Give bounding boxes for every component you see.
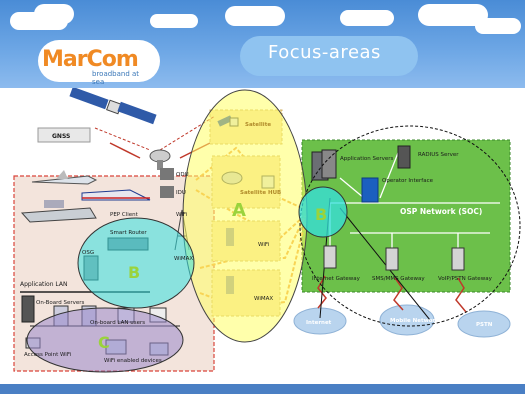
focus-area-c-letter: C: [98, 333, 110, 352]
focus-area-b-right: [298, 186, 348, 238]
network-diagram: A B B C GNSS Satellite Satellite HUB ODU…: [13, 88, 521, 373]
osp-bus-lines: [329, 147, 500, 248]
wimax-top-label: WiMAX: [174, 256, 193, 262]
slide-footer-bar: [0, 384, 525, 394]
focus-area-osp: [299, 125, 521, 327]
pstn-cloud-icon: [457, 310, 511, 338]
wifi-mid-label: WiFi: [258, 242, 270, 248]
operator-interface-label: Operator Interface: [382, 178, 434, 184]
logo-cloud: [38, 40, 160, 82]
focus-area-b-left-letter: B: [128, 263, 140, 282]
gnss-satellite-icon: [69, 88, 157, 125]
onboard-server-icon: [21, 295, 35, 323]
focus-area-c: [26, 307, 184, 373]
slide-header: MarCom broadband at sea Focus-areas: [0, 0, 525, 88]
sms-gateway-icon: [385, 247, 399, 271]
odu-label: ODU: [176, 172, 189, 178]
mobile-network-label: Mobile Network: [390, 318, 439, 324]
logo-tagline: broadband at sea: [92, 70, 140, 86]
sky-cloud: [340, 10, 394, 26]
smart-router-label: Smart Router: [110, 230, 147, 236]
sky-cloud: [34, 4, 74, 24]
satellite-dish-icon: [149, 149, 171, 170]
focus-area-b-left: [77, 217, 195, 309]
pep-client-label: PEP Client: [110, 212, 139, 218]
application-server-icon: [321, 149, 337, 179]
train-icon: [81, 189, 151, 201]
focus-area-a-letter: A: [232, 200, 246, 221]
operator-interface-icon: [361, 177, 379, 203]
logo-name: MarCom: [42, 47, 139, 72]
radius-server-label: RADIUS Server: [418, 152, 459, 158]
wifi-top-label: WiFi: [176, 212, 188, 218]
gnss-label: GNSS: [52, 133, 70, 140]
application-lan-label: Application LAN: [20, 281, 68, 288]
focus-area-b-right-letter: B: [315, 205, 327, 224]
wifi-devices-label: WiFi enabled devices: [104, 358, 162, 364]
internet-cloud-label: Internet: [306, 320, 332, 326]
satellite-label: Satellite: [245, 122, 271, 128]
slide-title: Focus-areas: [268, 42, 381, 63]
internet-gateway-icon: [323, 245, 337, 269]
sky-cloud: [225, 6, 285, 26]
voip-gateway-icon: [451, 247, 465, 271]
access-point-label: Access Point WiFi: [24, 352, 72, 358]
sky-cloud: [475, 18, 521, 34]
marcom-logo: MarCom broadband at sea: [42, 47, 148, 86]
sms-gateway-label: SMS/MMS Gateway: [372, 276, 425, 282]
idu-label: IDU: [176, 190, 186, 196]
sky-cloud: [150, 14, 198, 28]
gnss-link: [94, 127, 151, 151]
radius-server-icon: [397, 145, 411, 169]
application-servers-label: Application Servers: [340, 156, 394, 162]
pstn-label: PSTN: [476, 322, 493, 328]
wimax-mid-label: WiMAX: [254, 296, 273, 302]
onboard-users-label: On-board LAN users: [90, 320, 145, 326]
ship-icon: [20, 200, 97, 223]
osp-network-label: OSP Network (SOC): [400, 207, 482, 216]
idu-icon: [160, 186, 174, 198]
gnss-label-box: [37, 127, 91, 143]
voip-gateway-label: VoIP/PSTN Gateway: [438, 276, 493, 282]
satellite-hub-label: Satellite HUB: [240, 190, 281, 196]
onboard-servers-label: On-Board Servers: [36, 300, 85, 306]
mobile-network-cloud-icon: [379, 304, 435, 336]
osg-label: OSG: [82, 250, 94, 256]
internet-cloud-icon: [293, 307, 347, 335]
airplane-icon: [31, 170, 98, 185]
sky-cloud: [418, 4, 488, 26]
title-cloud: [240, 36, 418, 76]
internet-gateway-label: Internet Gateway: [312, 276, 361, 282]
odu-icon: [160, 168, 174, 180]
